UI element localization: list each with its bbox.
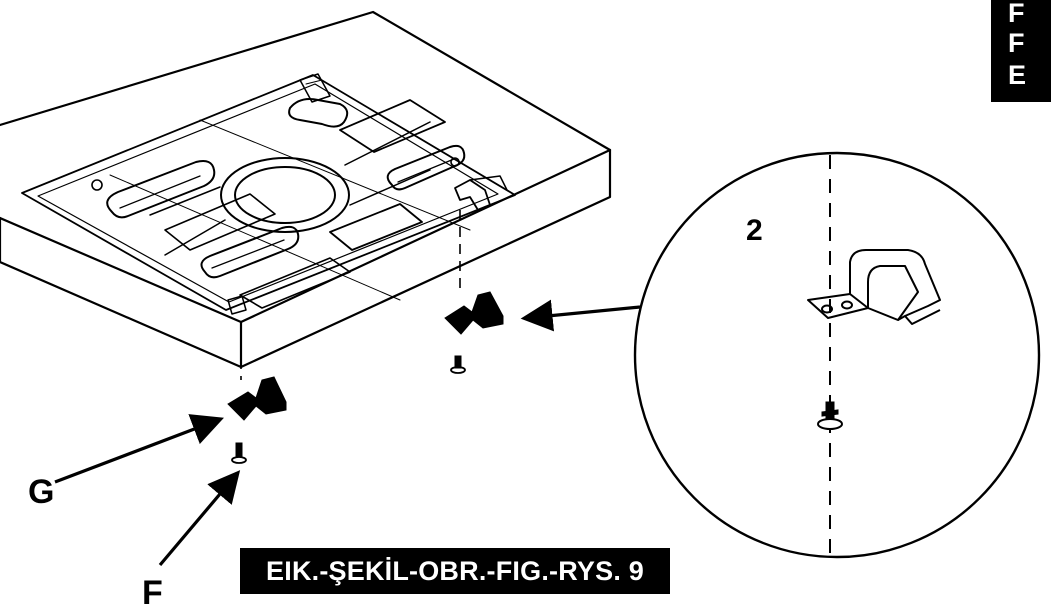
bracket-detail-circle: [633, 151, 1041, 559]
arrow-f: [158, 470, 241, 567]
figure-caption-text: EIK.-ŞEKİL-OBR.-FIG.-RYS. 9: [266, 555, 644, 586]
label-f: F: [142, 574, 163, 609]
arrow-to-detail: [520, 299, 641, 332]
corner-line-1: F: [1008, 0, 1025, 28]
label-g: G: [28, 473, 54, 511]
label-2: 2: [746, 214, 763, 247]
corner-line-2: F: [1008, 28, 1025, 58]
tray-assembly-drawing: [0, 10, 612, 369]
screw-f-right: [450, 355, 466, 374]
corner-label-box: F F E: [991, 0, 1051, 102]
arrow-g: [54, 414, 224, 484]
figure-caption-banner: EIK.-ŞEKİL-OBR.-FIG.-RYS. 9: [240, 548, 670, 594]
guide-lines: [240, 210, 461, 380]
corner-line-3: E: [1008, 60, 1027, 90]
clip-g-left: [227, 376, 287, 421]
clip-g-right: [444, 291, 504, 335]
screw-f-left: [231, 442, 247, 464]
